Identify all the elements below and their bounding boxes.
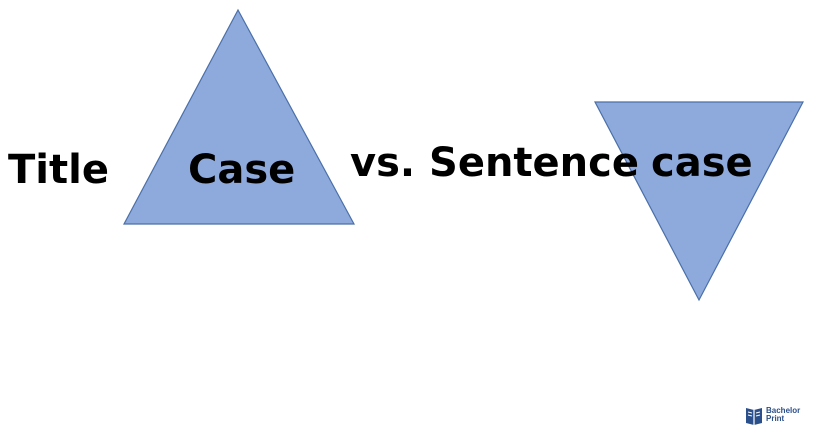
logo-line-2: Print <box>766 414 785 423</box>
bachelorprint-logo: Bachelor Print <box>744 405 804 427</box>
book-logo-icon <box>746 408 762 425</box>
vs-sentence-word: vs. Sentence <box>350 140 639 186</box>
downward-triangle <box>594 101 804 302</box>
case-title-word: Case <box>188 147 296 193</box>
logo-line-1: Bachelor <box>766 406 801 415</box>
case-lower-word: case <box>651 140 753 186</box>
upward-triangle <box>123 8 356 225</box>
title-word: Title <box>8 147 109 193</box>
